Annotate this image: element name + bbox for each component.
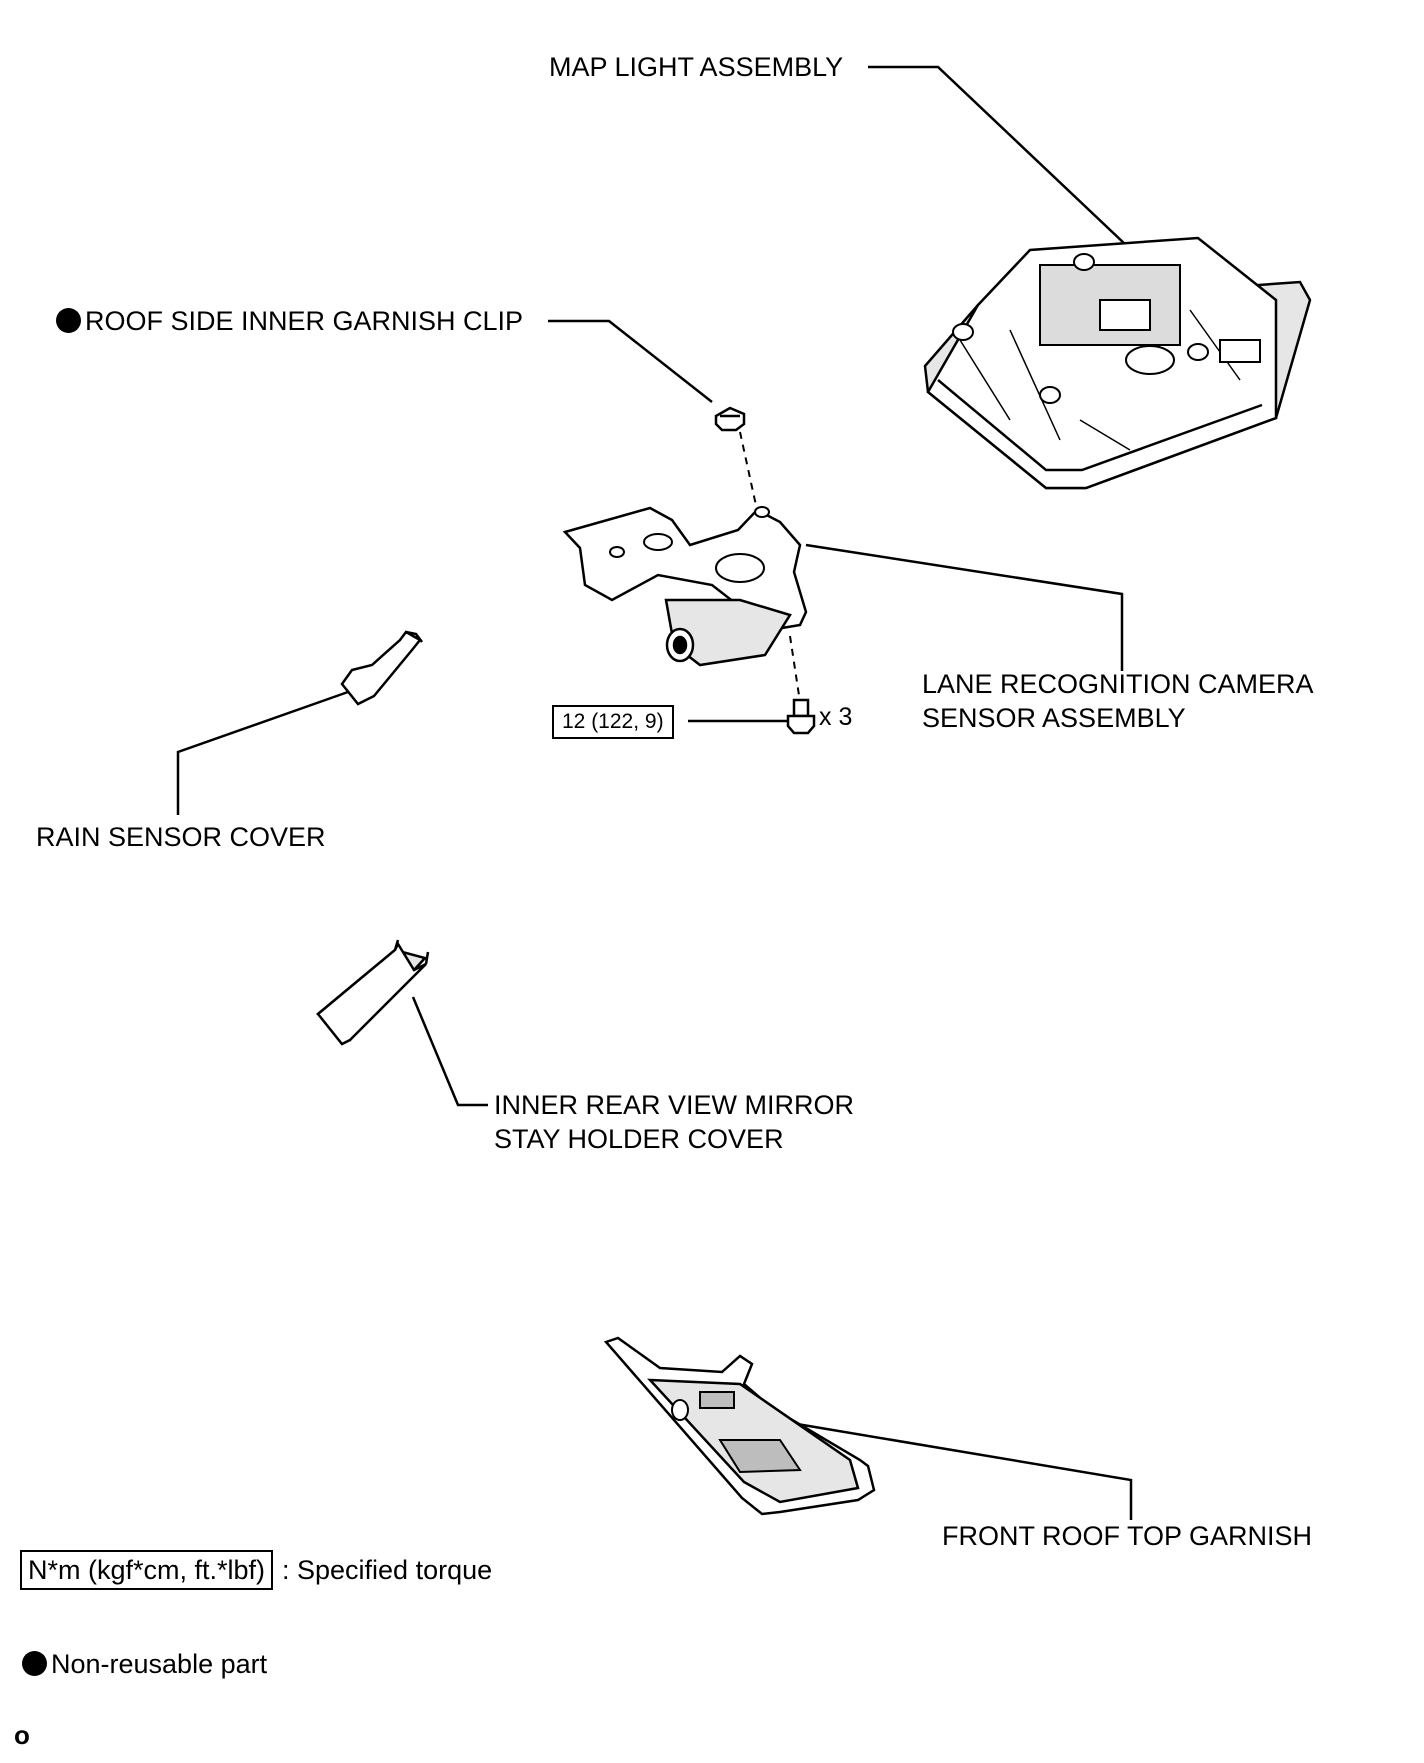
roof-clip-text: ROOF SIDE INNER GARNISH CLIP [85, 306, 524, 336]
footer-code: o [14, 1720, 30, 1750]
label-mirror-line2: STAY HOLDER COVER [494, 1124, 784, 1154]
label-roof-side-inner-garnish-clip: ROOF SIDE INNER GARNISH CLIP [56, 304, 523, 338]
filled-circle-icon [22, 1651, 47, 1676]
label-rain-sensor-cover: RAIN SENSOR COVER [36, 822, 326, 852]
label-camera-line2: SENSOR ASSEMBLY [922, 703, 1186, 733]
torque-spec-box: 12 (122, 9) [552, 705, 674, 739]
leader-rain-cover [176, 690, 349, 815]
front-garnish-drawing [603, 1336, 876, 1516]
label-map-light-assembly: MAP LIGHT ASSEMBLY [549, 52, 844, 82]
leader-roof-clip [548, 319, 713, 403]
label-mirror-line1: INNER REAR VIEW MIRROR [494, 1090, 855, 1120]
legend-non-reusable-text: Non-reusable part [51, 1649, 268, 1679]
bolt-drawing [786, 698, 816, 735]
legend-torque-description: : Specified torque [282, 1555, 493, 1585]
mirror-cover-drawing [316, 939, 430, 1046]
camera-drawing [562, 506, 808, 667]
dash-bolt [789, 635, 801, 703]
non-reusable-marker-icon [56, 308, 81, 333]
leader-camera [805, 543, 1124, 671]
dash-clip [739, 431, 758, 511]
label-camera-line1: LANE RECOGNITION CAMERA [922, 669, 1314, 699]
bolt-quantity: x 3 [819, 703, 853, 731]
legend-torque-box: N*m (kgf*cm, ft.*lbf) [20, 1550, 274, 1590]
label-front-roof-top-garnish: FRONT ROOF TOP GARNISH [942, 1521, 1313, 1551]
roof-clip-drawing [714, 406, 746, 432]
leader-front-garnish [796, 1422, 1133, 1520]
leader-map-light [868, 65, 1127, 246]
legend-non-reusable: Non-reusable part [22, 1647, 267, 1681]
leader-mirror [411, 996, 488, 1107]
rain-sensor-cover-drawing [340, 630, 423, 706]
map-light-drawing [923, 236, 1312, 490]
